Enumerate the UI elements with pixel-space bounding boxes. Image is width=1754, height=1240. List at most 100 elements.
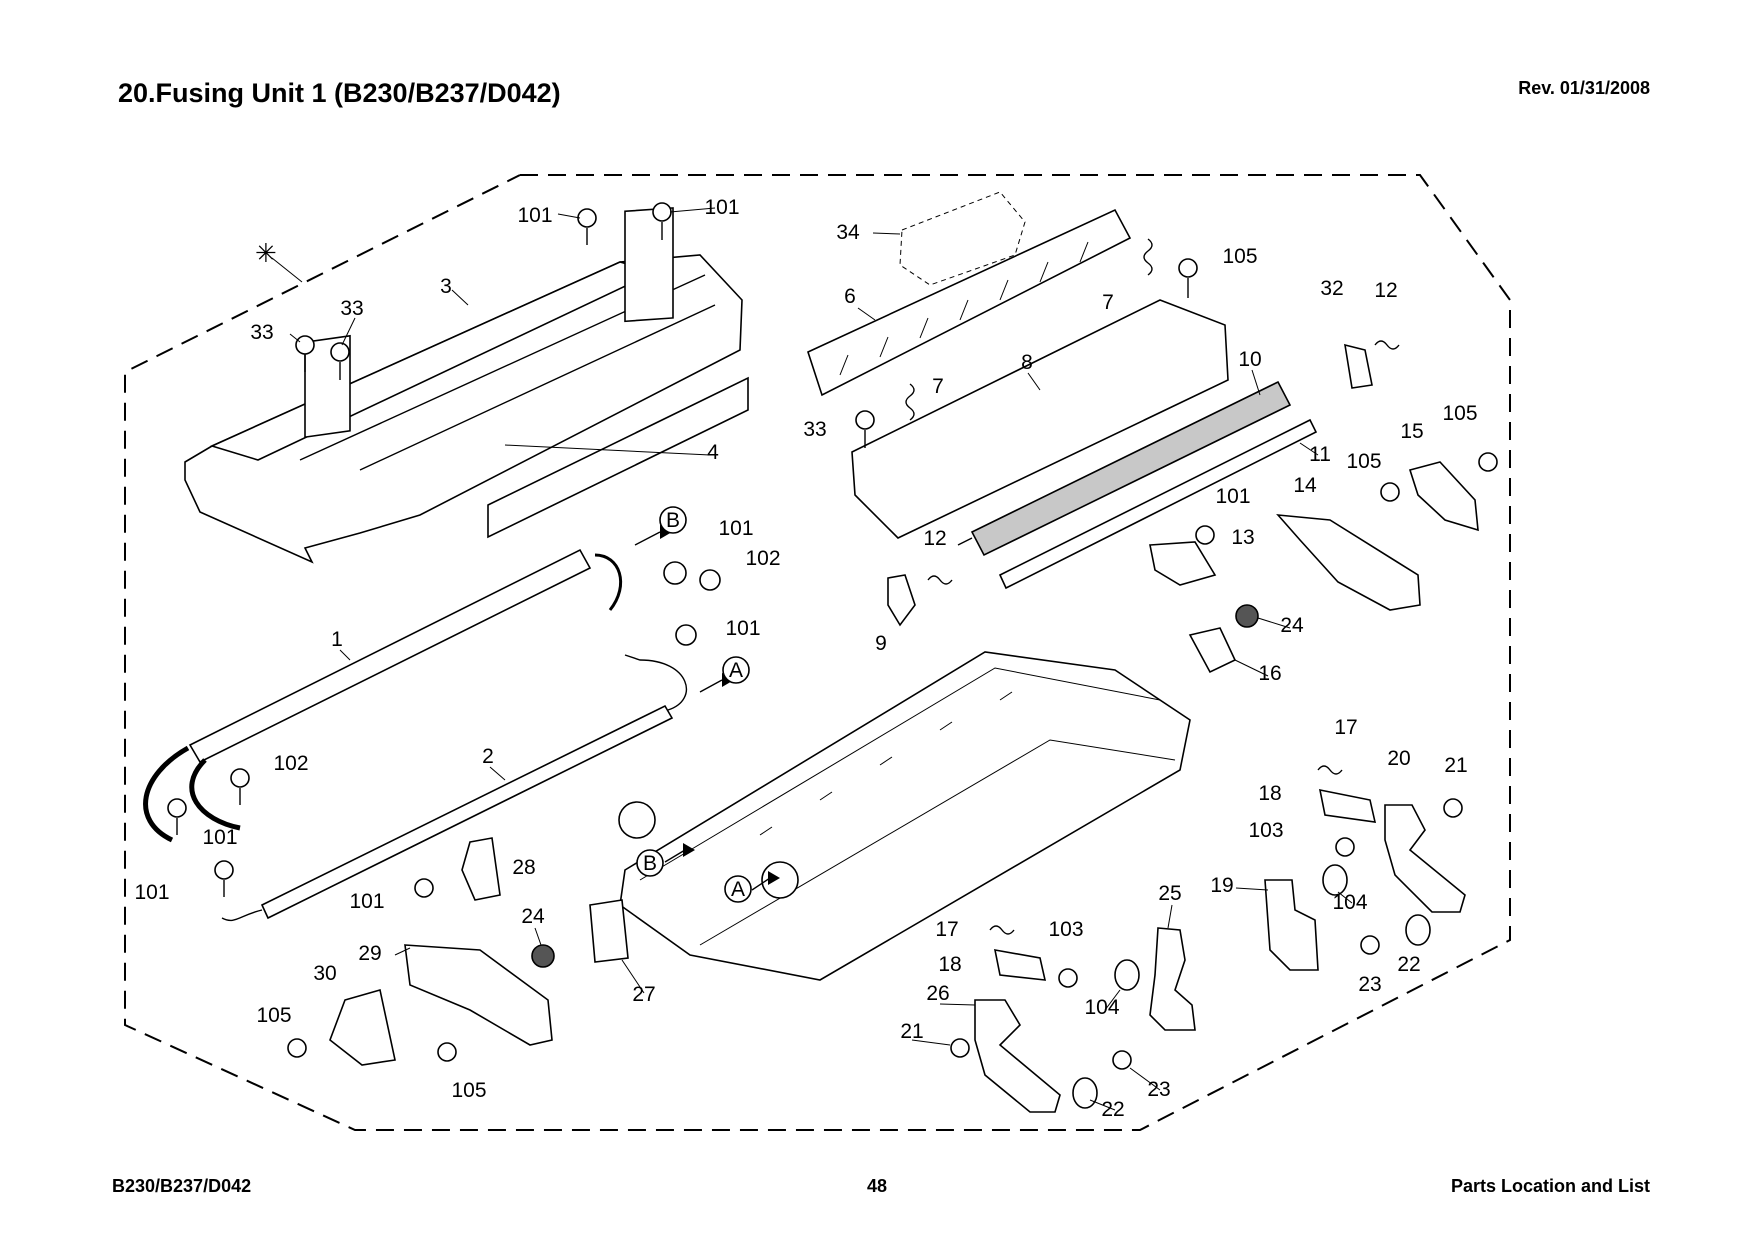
part-callout: 19: [1210, 874, 1233, 897]
part-callout: 14: [1293, 474, 1317, 497]
footer-section: Parts Location and List: [1450, 1176, 1650, 1196]
part-callout: 15: [1400, 420, 1423, 443]
part-callout: 101: [349, 890, 384, 913]
part-callout: 16: [1258, 662, 1281, 685]
fusing-lamp-2: [221, 654, 687, 922]
part-callout: 105: [1222, 245, 1257, 268]
part-callout: 7: [932, 375, 944, 398]
connector-circle: [724, 875, 752, 903]
connector-letter: A: [731, 878, 745, 901]
connector-marker: A: [722, 656, 750, 684]
screw-hardware: [167, 202, 1498, 1070]
pressure-roller: [998, 418, 1318, 590]
part-callout: 9: [875, 632, 887, 655]
part-callout: 101: [704, 196, 739, 219]
part-callout: 29: [358, 942, 381, 965]
part-callout: 21: [900, 1020, 923, 1043]
part-callout: 32: [1320, 277, 1343, 300]
part-callout: 101: [134, 881, 169, 904]
bracket-30: [329, 988, 396, 1066]
part-callout: 11: [1309, 443, 1331, 466]
part-callout: 3: [440, 275, 452, 298]
fusing-lamp: [143, 548, 623, 843]
part-callout: 101: [202, 826, 237, 849]
part-callout: 101: [1215, 485, 1250, 508]
part-callout: 105: [1346, 450, 1381, 473]
part-callout: 20: [1387, 747, 1410, 770]
connector-letter: B: [643, 852, 657, 875]
part-callout: 8: [1021, 351, 1033, 374]
part-callout: 22: [1397, 953, 1420, 976]
part-callout: 105: [451, 1079, 486, 1102]
part-callout: 21: [1444, 754, 1467, 777]
part-callout: 30: [313, 962, 336, 985]
side-plate-right: [1276, 514, 1421, 611]
page-title: 20.Fusing Unit 1 (B230/B237/D042): [118, 78, 561, 108]
part-callout: 7: [1102, 291, 1114, 314]
part-callout: 26: [926, 982, 949, 1005]
part-callout: 104: [1084, 996, 1119, 1019]
revision-date: Rev. 01/31/2008: [1518, 78, 1650, 98]
part-callout: 23: [1147, 1078, 1170, 1101]
connector-marker: B: [659, 506, 687, 534]
connector-circle: [659, 506, 687, 534]
part-callout: 104: [1332, 891, 1367, 914]
fusing-unit-body: [619, 651, 1191, 981]
part-callout: 22: [1101, 1098, 1124, 1121]
part-callout: 12: [1374, 279, 1397, 302]
side-plate-left: [404, 944, 553, 1046]
part-callout: 10: [1238, 348, 1261, 371]
part-callout: 17: [1334, 716, 1357, 739]
springs: [905, 238, 1400, 935]
part-callout: 33: [340, 297, 363, 320]
seal-strip: [487, 376, 749, 539]
part-callout: 12: [923, 527, 946, 550]
release-lever-left: [974, 999, 1061, 1113]
connector-circle: [722, 656, 750, 684]
part-callout: 18: [938, 953, 961, 976]
part-callout: 1: [331, 628, 343, 651]
fusing-frame: [851, 299, 1229, 539]
leader-lines: [289, 207, 1353, 1111]
footer-model: B230/B237/D042: [112, 1176, 252, 1196]
part-callout: 17: [935, 918, 958, 941]
release-lever-right: [1384, 804, 1466, 913]
part-callout: 28: [512, 856, 535, 879]
hot-roller: [970, 380, 1292, 557]
bracket-15: [1408, 461, 1479, 532]
part-callout: 102: [273, 752, 308, 775]
bracket-25: [1149, 927, 1196, 1031]
part-callout: 34: [836, 221, 860, 244]
bushings: [618, 798, 1463, 1109]
part-callout: 103: [1048, 918, 1083, 941]
part-callout: 24: [521, 905, 545, 928]
unit-boundary: [124, 174, 1511, 1131]
connector-marker: A: [724, 875, 752, 903]
connector-letter: B: [666, 509, 680, 532]
connector-marker: B: [636, 849, 664, 877]
part-callout: 101: [725, 617, 760, 640]
part-callout: 25: [1158, 882, 1181, 905]
part-callout: 101: [517, 204, 552, 227]
part-callout: 4: [707, 441, 719, 464]
bracket-19: [1264, 879, 1319, 971]
part-callout: 33: [803, 418, 826, 441]
entrance-guide-plate: [807, 191, 1132, 397]
part-callout: 33: [250, 321, 273, 344]
asterisk-leader: [271, 257, 303, 283]
part-callout: 27: [632, 983, 655, 1006]
footer-page-number: 48: [866, 1176, 888, 1196]
part-callout: 105: [256, 1004, 291, 1027]
part-callout: 105: [1442, 402, 1477, 425]
part-callout: 101: [718, 517, 753, 540]
part-callout: 103: [1248, 819, 1283, 842]
fusing-cover: [184, 207, 743, 564]
part-callout: 23: [1358, 973, 1381, 996]
part-callout: 13: [1231, 526, 1254, 549]
hot-roller-shaft: [957, 537, 973, 546]
part-callout: 2: [482, 745, 494, 768]
asterisk-marker: ✳: [255, 238, 277, 268]
part-callout: 102: [745, 547, 780, 570]
